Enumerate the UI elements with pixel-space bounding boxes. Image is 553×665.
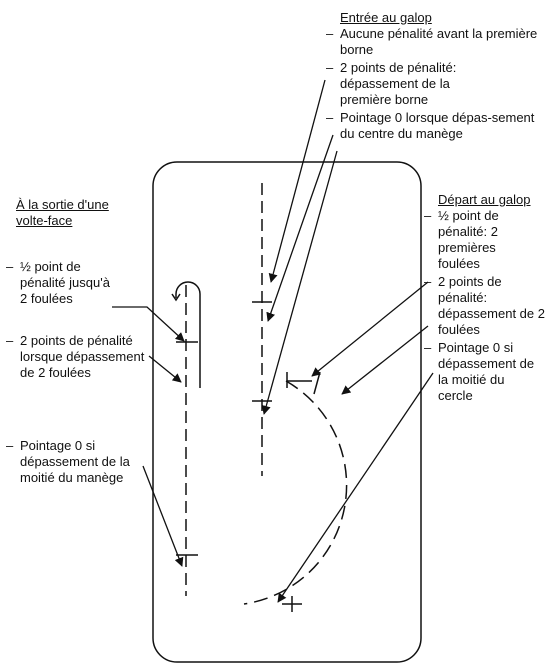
dash-icon: – (424, 274, 432, 289)
depart-item-3-text: Pointage 0 si dépassement de la moitié d… (438, 340, 535, 403)
arrow-depart-1 (311, 281, 429, 377)
arrow-volte-2 (148, 355, 182, 383)
arrow-volte-3 (142, 465, 184, 567)
volte-title-block: À la sortie d'une volte-face (16, 197, 141, 229)
volte-item-2: –2 points de pénalité lorsque dépassemen… (6, 333, 146, 381)
entry-title: Entrée au galop (340, 10, 432, 25)
entry-item-2-text: 2 points de pénalité: dépassement de la … (340, 60, 457, 107)
volte-item-2-text: 2 points de pénalité lorsque dépassement… (20, 333, 145, 380)
dash-icon: – (6, 438, 14, 453)
arrow-depart-2 (341, 325, 429, 395)
arrow-volte-1 (112, 306, 185, 342)
dash-icon: – (326, 26, 334, 41)
volte-item-3: –Pointage 0 si dépassement de la moitié … (6, 438, 134, 486)
depart-tick-1 (313, 371, 321, 395)
volte-item-1: –½ point de pénalité jusqu'à 2 foulées (6, 259, 118, 307)
entry-item-3-text: Pointage 0 lorsque dépas-sement du centr… (340, 110, 535, 141)
dash-icon: – (6, 259, 14, 274)
dash-icon: – (424, 208, 432, 223)
depart-item-1: –½ point de pénalité: 2 premières foulée… (424, 208, 538, 272)
entry-item-1: –Aucune pénalité avant la première borne (326, 26, 548, 58)
volte-title: À la sortie d'une volte-face (16, 197, 109, 228)
volte-arc (175, 281, 201, 388)
arrow-entry-2 (266, 134, 334, 322)
depart-block: Départ au galop –½ point de pénalité: 2 … (424, 192, 550, 404)
volte-item-1-text: ½ point de pénalité jusqu'à 2 foulées (20, 259, 110, 306)
dash-icon: – (6, 333, 14, 348)
depart-item-2-text: 2 points de pénalité: dépassement de 2 f… (438, 274, 545, 337)
depart-title: Départ au galop (438, 192, 531, 207)
depart-item-1-text: ½ point de pénalité: 2 premières foulées (438, 208, 499, 271)
dash-icon: – (326, 110, 334, 125)
entry-item-3: –Pointage 0 lorsque dépas-sement du cent… (326, 110, 540, 142)
volte-arrow-tip (171, 293, 181, 302)
arrow-entry-3 (261, 150, 338, 415)
arrow-depart-3 (277, 372, 434, 603)
arena-outline (152, 161, 422, 663)
entry-item-1-text: Aucune pénalité avant la première borne (340, 26, 538, 57)
dash-icon: – (326, 60, 334, 75)
entry-item-2: –2 points de pénalité: dépassement de la… (326, 60, 480, 108)
dash-icon: – (424, 340, 432, 355)
entry-block: Entrée au galop –Aucune pénalité avant l… (326, 10, 548, 142)
depart-item-3: –Pointage 0 si dépassement de la moitié … (424, 340, 538, 404)
depart-circle-dashed (243, 380, 348, 605)
depart-item-2: –2 points de pénalité: dépassement de 2 … (424, 274, 550, 338)
arrow-entry-1 (268, 79, 326, 283)
volte-item-3-text: Pointage 0 si dépassement de la moitié d… (20, 438, 130, 485)
